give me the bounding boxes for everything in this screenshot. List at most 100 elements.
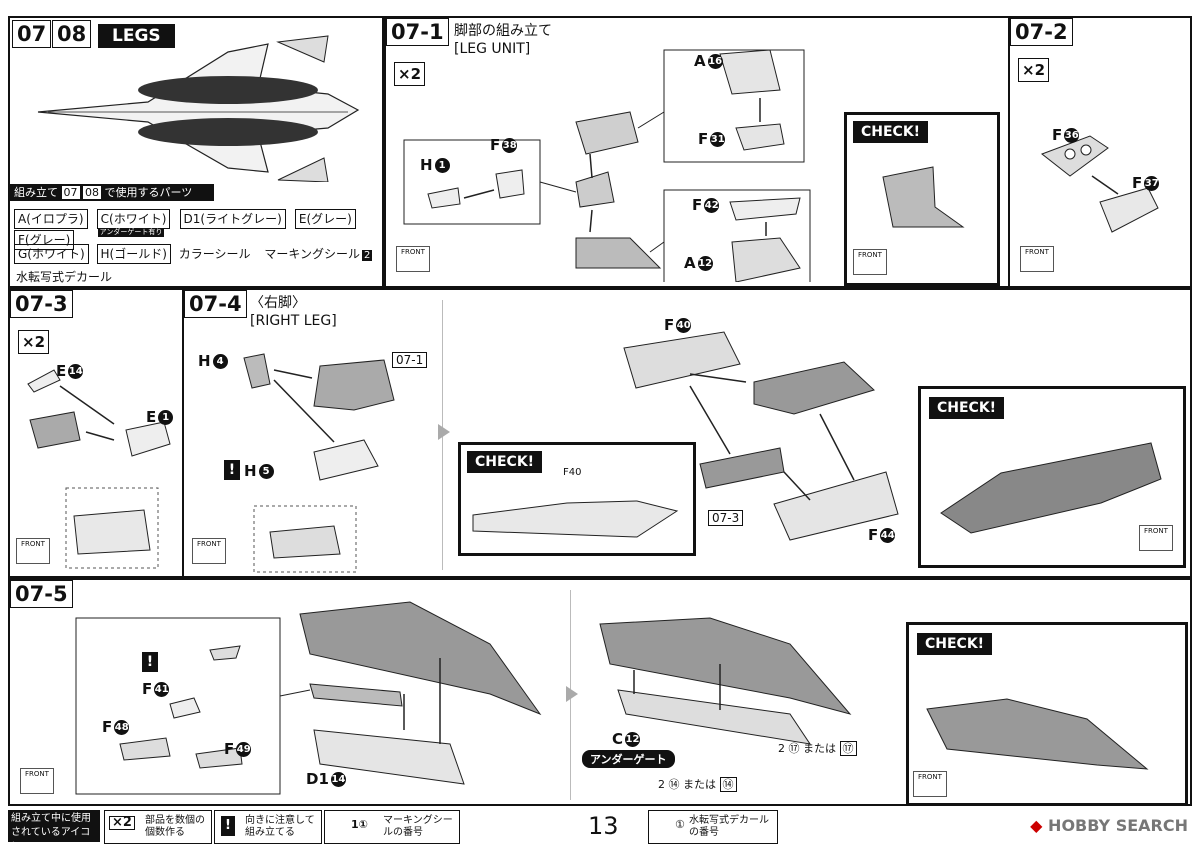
qty-x2-badge: ×2 — [1018, 58, 1050, 82]
step-07-4-title-en: [RIGHT LEG] — [250, 313, 337, 329]
check-box-07-5: CHECK! FRONT — [906, 622, 1188, 806]
seal-1-text: 2 ⑰ または — [778, 742, 836, 755]
step-07-4-number: 07-4 — [184, 290, 247, 318]
part-d1: D1(ライトグレー) — [179, 209, 286, 229]
check-assembled-leg — [940, 442, 1162, 534]
brand-name: HOBBY SEARCH — [1048, 816, 1188, 835]
ref-07-1: 07-1 — [392, 352, 428, 368]
part-f: F(グレー) — [14, 230, 75, 250]
seal-instruction-1: 2 ⑰ または ⑰ — [778, 740, 857, 756]
parts-title-step-08: 08 — [83, 186, 101, 199]
check-box-07-4: CHECK! FRONT — [918, 386, 1186, 568]
next-arrow — [438, 424, 450, 440]
part-g: G(ホワイト) — [14, 244, 89, 264]
check-label: CHECK! — [853, 121, 929, 143]
step-number-07: 07 — [12, 20, 52, 48]
footer-decal-icon: ① 水転写式デカールの番号 — [648, 810, 778, 844]
ref-07-3: 07-3 — [708, 510, 744, 526]
footer-decal-desc: 水転写式デカールの番号 — [689, 815, 769, 838]
step-07-4-title-jp: 〈右脚〉 — [250, 295, 306, 311]
part-a: A(イロプラ) — [14, 209, 88, 229]
seal-instruction-2: 2 ⑭ または ⑭ — [658, 776, 737, 792]
step-07-4-title: 〈右脚〉 [RIGHT LEG] — [250, 294, 337, 330]
footer-warn-desc: 向きに注意して組み立てる — [245, 815, 315, 838]
check-leg-part — [882, 166, 965, 228]
part-e: E(グレー) — [294, 209, 356, 229]
warning-icon: ! — [142, 652, 158, 672]
undergate-label: アンダーゲート — [582, 750, 675, 768]
parts-title-bar: 組み立て 07 08 で使用するパーツ — [10, 184, 214, 201]
step-07-1-number: 07-1 — [386, 18, 449, 46]
check-label: CHECK! — [467, 451, 543, 473]
front-icon: FRONT — [913, 771, 947, 797]
check-box-07-4-inner: CHECK! F40 — [458, 442, 696, 556]
marking-seal-number: 2 — [361, 250, 373, 261]
step-07-1-title-jp: 脚部の組み立て — [454, 23, 552, 39]
footer-qty-badge: ×2 — [109, 816, 135, 830]
header-panel: 07 08 LEGS 組み立て 07 08 で使用するパーツ A(イロプラ) C… — [8, 16, 384, 288]
parts-title-step-07: 07 — [61, 186, 80, 199]
aircraft-illustration — [37, 35, 360, 182]
qty-x2-badge: ×2 — [394, 62, 426, 86]
footer-warn-badge: ! — [221, 816, 235, 836]
legs-tag: LEGS — [98, 24, 175, 48]
footer-qty-desc: 部品を数個の個数作る — [145, 815, 205, 838]
step-07-1-title-en: [LEG UNIT] — [454, 41, 531, 57]
footer-seal-badge: 1① — [351, 818, 368, 831]
page-number: 13 — [588, 812, 619, 840]
right-leg-diagram-right — [623, 331, 899, 541]
warning-icon: ! — [224, 460, 240, 480]
parts-title-suffix: で使用するパーツ — [104, 186, 193, 199]
seal-2-tag: ⑭ — [719, 777, 737, 792]
check-inner-label: F40 — [563, 467, 582, 478]
qty-x2-badge: ×2 — [18, 330, 50, 354]
check-box-07-1: CHECK! FRONT — [844, 112, 1000, 286]
front-icon-07-5: FRONT — [20, 768, 54, 794]
front-icon-07-2: FRONT — [1020, 246, 1054, 272]
parts-diagram-07-3 — [27, 369, 171, 569]
decal-label: 水転写式デカール — [16, 270, 113, 284]
seal-2-text: 2 ⑭ または — [658, 778, 716, 791]
brand-mark-icon: ◆ — [1030, 816, 1043, 835]
check-label: CHECK! — [929, 397, 1005, 419]
part-h: H(ゴールド) — [96, 244, 171, 264]
right-leg-diagram-left — [243, 353, 395, 573]
footer-decal-badge: ① — [675, 818, 685, 831]
part-c: C(ホワイト)アンダーゲート有り — [96, 209, 171, 237]
seal-1-tag: ⑰ — [839, 741, 857, 756]
step-07-5-diagram-right — [599, 617, 852, 745]
parts-diagram-07-2 — [1040, 135, 1159, 233]
brand-logo: ◆ HOBBY SEARCH — [1030, 816, 1188, 835]
next-arrow — [566, 686, 578, 702]
footer-icons-title: 組み立て中に使用されているアイコン — [8, 810, 100, 852]
color-seal: カラーシール — [178, 247, 251, 261]
leg-unit-diagram — [403, 49, 811, 282]
step-07-5-number: 07-5 — [10, 580, 73, 608]
part-c-note: アンダーゲート有り — [97, 228, 165, 237]
front-icon-07-3: FRONT — [16, 538, 50, 564]
step-07-3-number: 07-3 — [10, 290, 73, 318]
marking-seal: マーキングシール — [264, 247, 360, 261]
footer-qty-icon: ×2 部品を数個の個数作る — [104, 810, 212, 844]
parts-row-1: A(イロプラ) C(ホワイト)アンダーゲート有り D1(ライトグレー) E(グレ… — [14, 208, 382, 250]
step-number-08: 08 — [52, 20, 92, 48]
footer-seal-desc: マーキングシールの番号 — [383, 815, 453, 838]
